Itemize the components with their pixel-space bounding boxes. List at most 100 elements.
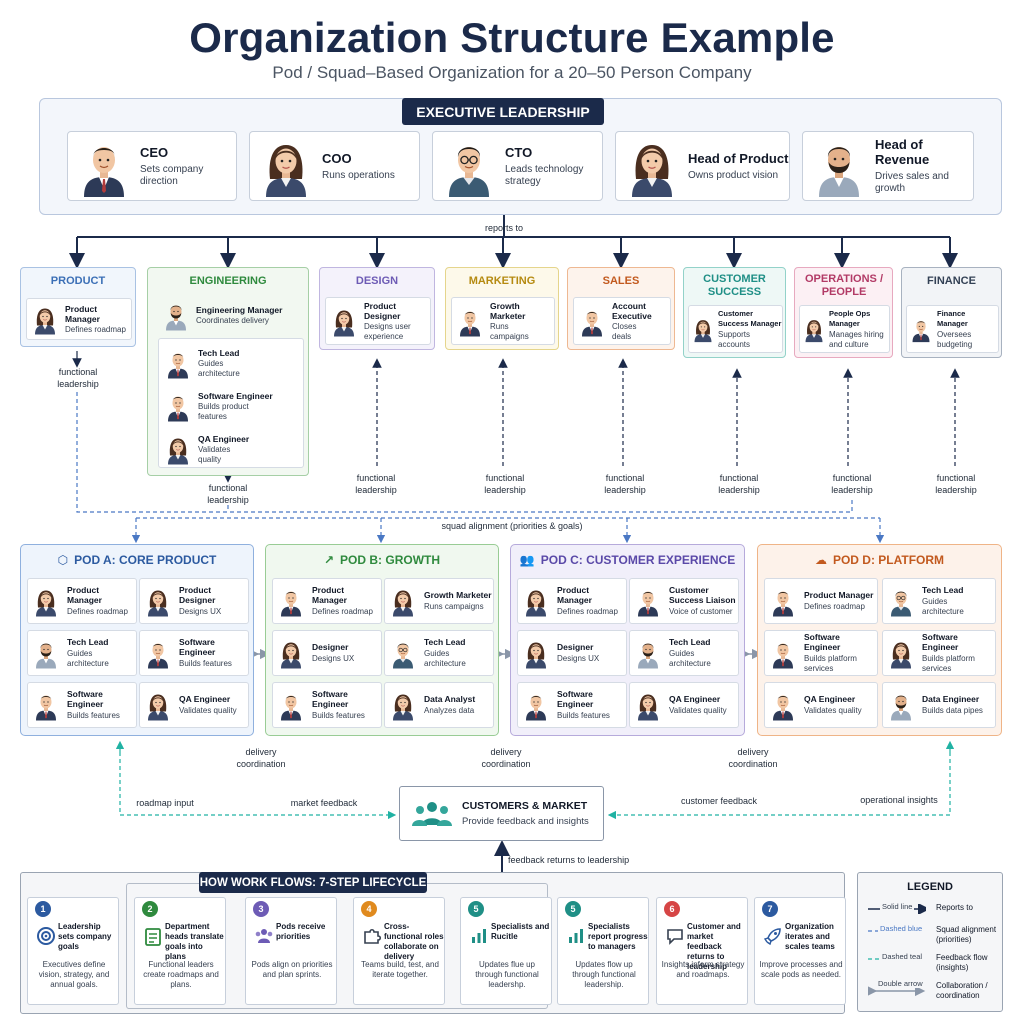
- member-role: Customer Success Liaison: [669, 585, 736, 605]
- member-role: QA Engineer: [198, 433, 250, 444]
- chart-icon: ↗: [323, 553, 335, 567]
- pod-name: POD B: GROWTH: [340, 553, 441, 567]
- market-feedback-label: market feedback: [290, 798, 358, 808]
- avatar-icon: [32, 302, 58, 336]
- legend-value: Squad alignment (priorities): [936, 925, 997, 944]
- legend-title: LEGEND: [907, 881, 953, 893]
- clipboard-icon: [145, 928, 161, 946]
- exec-card-ceo[interactable]: CEO Sets company direction: [67, 131, 237, 201]
- delivery-coordination-label: delivery coordination: [728, 747, 778, 769]
- step-number: 5: [468, 901, 484, 917]
- double-arrow-swatch: [868, 985, 926, 997]
- pod-name: POD C: CUSTOMER EXPERIENCE: [540, 553, 736, 567]
- dept-name: MARKETING: [468, 275, 536, 287]
- step-desc: Updates flue up through functional leade…: [475, 960, 539, 989]
- member-desc: Builds features: [312, 711, 365, 720]
- pod-customer-experience[interactable]: 👥POD C: CUSTOMER EXPERIENCE Product Mana…: [510, 544, 745, 736]
- member-role: Software Engineer: [804, 632, 841, 652]
- dept-customer-success[interactable]: CUSTOMER SUCCESS Customer Success Manage…: [683, 267, 786, 358]
- legend-value: Feedback flow (insights): [936, 953, 988, 972]
- avatar-icon: [770, 636, 796, 670]
- step-desc: Updates flow up through functional leade…: [572, 960, 636, 989]
- lifecycle-step-5b[interactable]: 5 Specialists report progress to manager…: [557, 897, 649, 1005]
- member-role: Engineering Manager: [196, 304, 283, 315]
- member-role: Data Analyst: [424, 694, 476, 704]
- lifecycle-step-5a[interactable]: 5 Specialists and Rucitle Updates flue u…: [460, 897, 552, 1005]
- step-desc: Functional leaders create roadmaps and p…: [143, 960, 219, 989]
- avatar-icon: [888, 584, 914, 618]
- lifecycle-step-2[interactable]: 2 Department heads translate goals into …: [134, 897, 226, 1005]
- exec-role: Head of Product: [688, 150, 789, 166]
- member-desc: Defines roadmap: [557, 607, 618, 616]
- exec-desc: Sets company direction: [140, 163, 204, 187]
- avatar-icon: [33, 584, 59, 618]
- member-role: Software Engineer: [179, 637, 216, 657]
- member-role: Product Manager: [557, 585, 592, 605]
- lifecycle-step-4[interactable]: 4 Cross-functional roles collaborate on …: [353, 897, 445, 1005]
- member-desc: Validates quality: [198, 444, 231, 464]
- member-role: Growth Marketer: [490, 300, 526, 321]
- exec-role: CEO: [140, 144, 169, 160]
- customers-market-box[interactable]: CUSTOMERS & MARKET Provide feedback and …: [399, 786, 604, 841]
- exec-desc: Leads technology strategy: [505, 163, 584, 187]
- lifecycle-step-7[interactable]: 7 Organization iterates and scales teams…: [754, 897, 846, 1005]
- delivery-coordination-label: delivery coordination: [481, 747, 531, 769]
- lifecycle-step-3[interactable]: 3 Pods receive priorities Pods align on …: [245, 897, 337, 1005]
- avatar-icon: [278, 688, 304, 722]
- lifecycle-step-1[interactable]: 1 Leadership sets company goals Executiv…: [27, 897, 119, 1005]
- lifecycle-step-6[interactable]: 6 Customer and market feedback returns t…: [656, 897, 748, 1005]
- step-title: Pods receive priorities: [276, 922, 326, 941]
- bar-chart-icon: [472, 929, 486, 943]
- chat-icon: [667, 929, 683, 945]
